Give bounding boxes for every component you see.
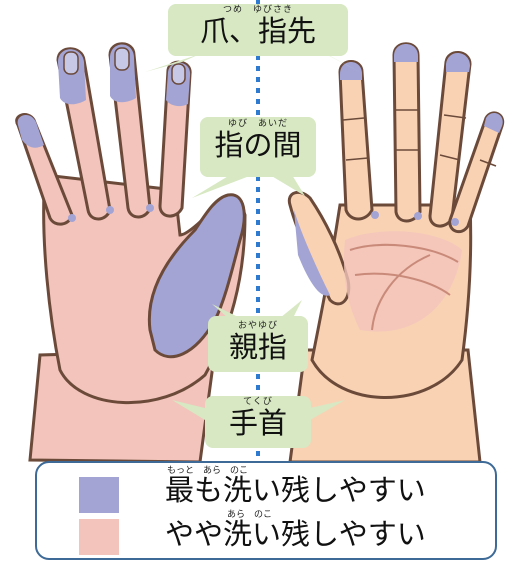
label-between: ゆび あいだ 指の間 xyxy=(200,120,316,162)
right-hand-palm xyxy=(287,42,505,464)
label-thumb: おやゆび 親指 xyxy=(208,322,308,364)
label-thumb-text: 親指 xyxy=(228,330,287,364)
label-between-ruby: ゆび あいだ xyxy=(227,119,288,129)
legend-swatch-most xyxy=(79,477,119,513)
label-thumb-ruby: おやゆび xyxy=(237,321,278,331)
legend-most-text: 最も洗い残しやすい xyxy=(165,473,426,507)
callout-wrist xyxy=(172,396,345,448)
left-hand-back xyxy=(15,42,247,464)
legend-swatch-somewhat xyxy=(79,519,119,555)
label-between-text: 指の間 xyxy=(214,128,302,162)
label-wrist-ruby: てくび xyxy=(243,397,273,407)
callout-between xyxy=(192,117,316,198)
label-wrist: てくび 手首 xyxy=(205,398,311,440)
label-nails-ruby: つめ ゆびさき xyxy=(222,5,293,15)
legend-somewhat-text: やや洗い残しやすい xyxy=(165,517,426,551)
label-nails: つめ ゆびさき 爪、指先 xyxy=(168,6,348,48)
callout-thumb xyxy=(208,300,308,372)
legend: もっと あら のこ 最も洗い残しやすい あら のこ やや洗い残しやすい xyxy=(35,461,497,560)
legend-somewhat-ruby: あら のこ xyxy=(227,510,273,520)
callout-nails xyxy=(145,4,360,72)
legend-most-ruby: もっと あら のこ xyxy=(167,466,249,476)
label-wrist-text: 手首 xyxy=(228,406,287,440)
label-nails-text: 爪、指先 xyxy=(199,14,316,48)
